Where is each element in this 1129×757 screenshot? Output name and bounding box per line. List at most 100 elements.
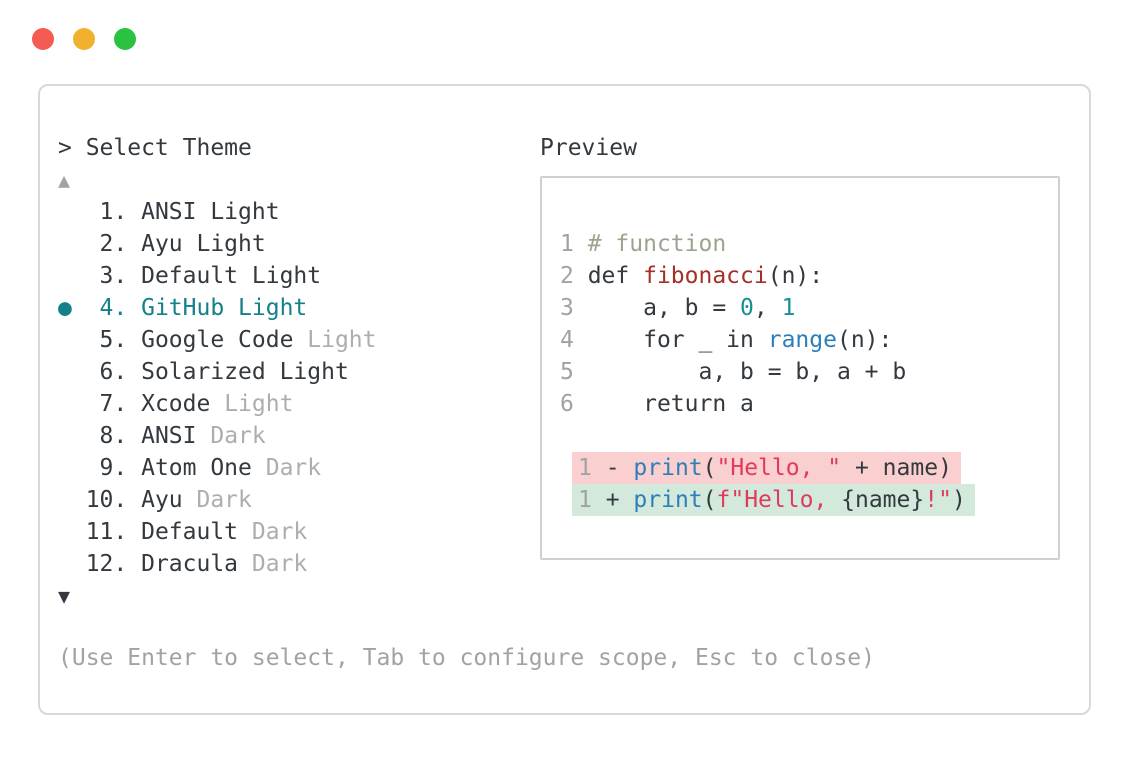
marker-spacer (58, 391, 86, 417)
marker-spacer (58, 487, 86, 513)
theme-option-8[interactable]: 8. ANSI Dark (58, 420, 377, 452)
code-segment: ( (702, 455, 717, 481)
theme-number: 1. (85, 199, 142, 225)
theme-option-1[interactable]: 1. ANSI Light (58, 196, 377, 228)
line-number: 2 (560, 263, 588, 289)
code-segment: + (605, 487, 634, 513)
diff-line-del: 1 - print("Hello, " + name) (572, 452, 1058, 484)
theme-option-11[interactable]: 11. Default Dark (58, 516, 377, 548)
marker-spacer (58, 551, 86, 577)
line-number: 6 (560, 391, 588, 417)
code-segment: fibonacci (643, 263, 768, 289)
code-segment: def (587, 263, 644, 289)
diff-deleted-highlight: 1 - print("Hello, " + name) (572, 452, 961, 484)
panel-title: > Select Theme (58, 135, 252, 161)
help-text: (Use Enter to select, Tab to configure s… (58, 645, 875, 671)
diff-preview: 1 - print("Hello, " + name)1 + print(f"H… (572, 452, 1058, 516)
theme-label: Atom One (141, 455, 266, 481)
window-controls (32, 28, 136, 50)
theme-label: Light (224, 391, 294, 417)
marker-spacer (58, 455, 86, 481)
marker-spacer (58, 263, 86, 289)
marker-spacer (58, 423, 86, 449)
theme-option-4[interactable]: ● 4. GitHub Light (58, 292, 377, 324)
theme-number: 7. (85, 391, 142, 417)
code-segment: a, b = (587, 295, 741, 321)
code-segment: "Hello, " (716, 455, 842, 481)
theme-option-5[interactable]: 5. Google Code Light (58, 324, 377, 356)
code-segment: - (605, 455, 634, 481)
line-number: 1 (578, 487, 606, 513)
code-segment: a, b = b, a + b (587, 359, 907, 385)
theme-number: 4. (85, 295, 142, 321)
code-segment: ( (702, 487, 717, 513)
theme-label: Dark (251, 519, 308, 545)
marker-spacer (58, 359, 86, 385)
scroll-up-icon[interactable]: ▲ (58, 168, 71, 192)
code-segment: 1 (781, 295, 796, 321)
marker-spacer (58, 327, 86, 353)
line-number: 4 (560, 327, 588, 353)
line-number: 3 (560, 295, 588, 321)
theme-option-7[interactable]: 7. Xcode Light (58, 388, 377, 420)
theme-label: Light (307, 327, 377, 353)
theme-selector-window: > Select Theme ▲ 1. ANSI Light 2. Ayu Li… (38, 84, 1091, 715)
theme-option-9[interactable]: 9. Atom One Dark (58, 452, 377, 484)
theme-number: 9. (85, 455, 142, 481)
code-segment: range (767, 327, 837, 353)
theme-list: 1. ANSI Light 2. Ayu Light 3. Default Li… (58, 196, 377, 580)
code-segment: for _ in (587, 327, 768, 353)
code-segment: !" (924, 487, 952, 513)
theme-number: 5. (85, 327, 142, 353)
theme-label: Xcode (141, 391, 225, 417)
theme-label: Dracula (141, 551, 252, 577)
minimize-button[interactable] (73, 28, 95, 50)
selected-bullet-icon: ● (58, 295, 86, 321)
code-line: 3 a, b = 0, 1 (560, 292, 1058, 324)
theme-number: 10. (85, 487, 142, 513)
code-segment: + name) (841, 455, 952, 481)
scroll-down-icon[interactable]: ▼ (58, 584, 71, 608)
theme-option-2[interactable]: 2. Ayu Light (58, 228, 377, 260)
code-line: 5 a, b = b, a + b (560, 356, 1058, 388)
code-line: 2 def fibonacci(n): (560, 260, 1058, 292)
theme-option-3[interactable]: 3. Default Light (58, 260, 377, 292)
theme-option-12[interactable]: 12. Dracula Dark (58, 548, 377, 580)
line-number: 1 (578, 455, 606, 481)
theme-label: Dark (196, 487, 252, 513)
code-segment: 0 (740, 295, 754, 321)
theme-label: Ayu (141, 487, 197, 513)
theme-label: ANSI Light (141, 199, 280, 225)
theme-label: Solarized Light (141, 359, 349, 385)
line-number: 1 (560, 231, 588, 257)
theme-number: 2. (85, 231, 142, 257)
code-segment: print (633, 455, 703, 481)
theme-label: Default (141, 519, 252, 545)
preview-title: Preview (540, 135, 637, 161)
theme-label: Google Code (141, 327, 308, 353)
maximize-button[interactable] (114, 28, 136, 50)
theme-number: 8. (85, 423, 142, 449)
code-line: 4 for _ in range(n): (560, 324, 1058, 356)
theme-number: 6. (85, 359, 142, 385)
theme-label: Dark (251, 551, 308, 577)
theme-label: Ayu Light (141, 231, 266, 257)
theme-label: Dark (210, 423, 266, 449)
code-segment: print (633, 487, 703, 513)
line-number: 5 (560, 359, 588, 385)
theme-number: 12. (85, 551, 142, 577)
marker-spacer (58, 231, 86, 257)
code-line: 6 return a (560, 388, 1058, 420)
code-segment: return a (587, 391, 754, 417)
theme-option-10[interactable]: 10. Ayu Dark (58, 484, 377, 516)
theme-label: GitHub Light (141, 295, 308, 321)
theme-option-6[interactable]: 6. Solarized Light (58, 356, 377, 388)
close-button[interactable] (32, 28, 54, 50)
theme-number: 3. (85, 263, 142, 289)
code-segment: (n): (836, 327, 893, 353)
theme-number: 11. (85, 519, 142, 545)
diff-line-add: 1 + print(f"Hello, {name}!") (572, 484, 1058, 516)
